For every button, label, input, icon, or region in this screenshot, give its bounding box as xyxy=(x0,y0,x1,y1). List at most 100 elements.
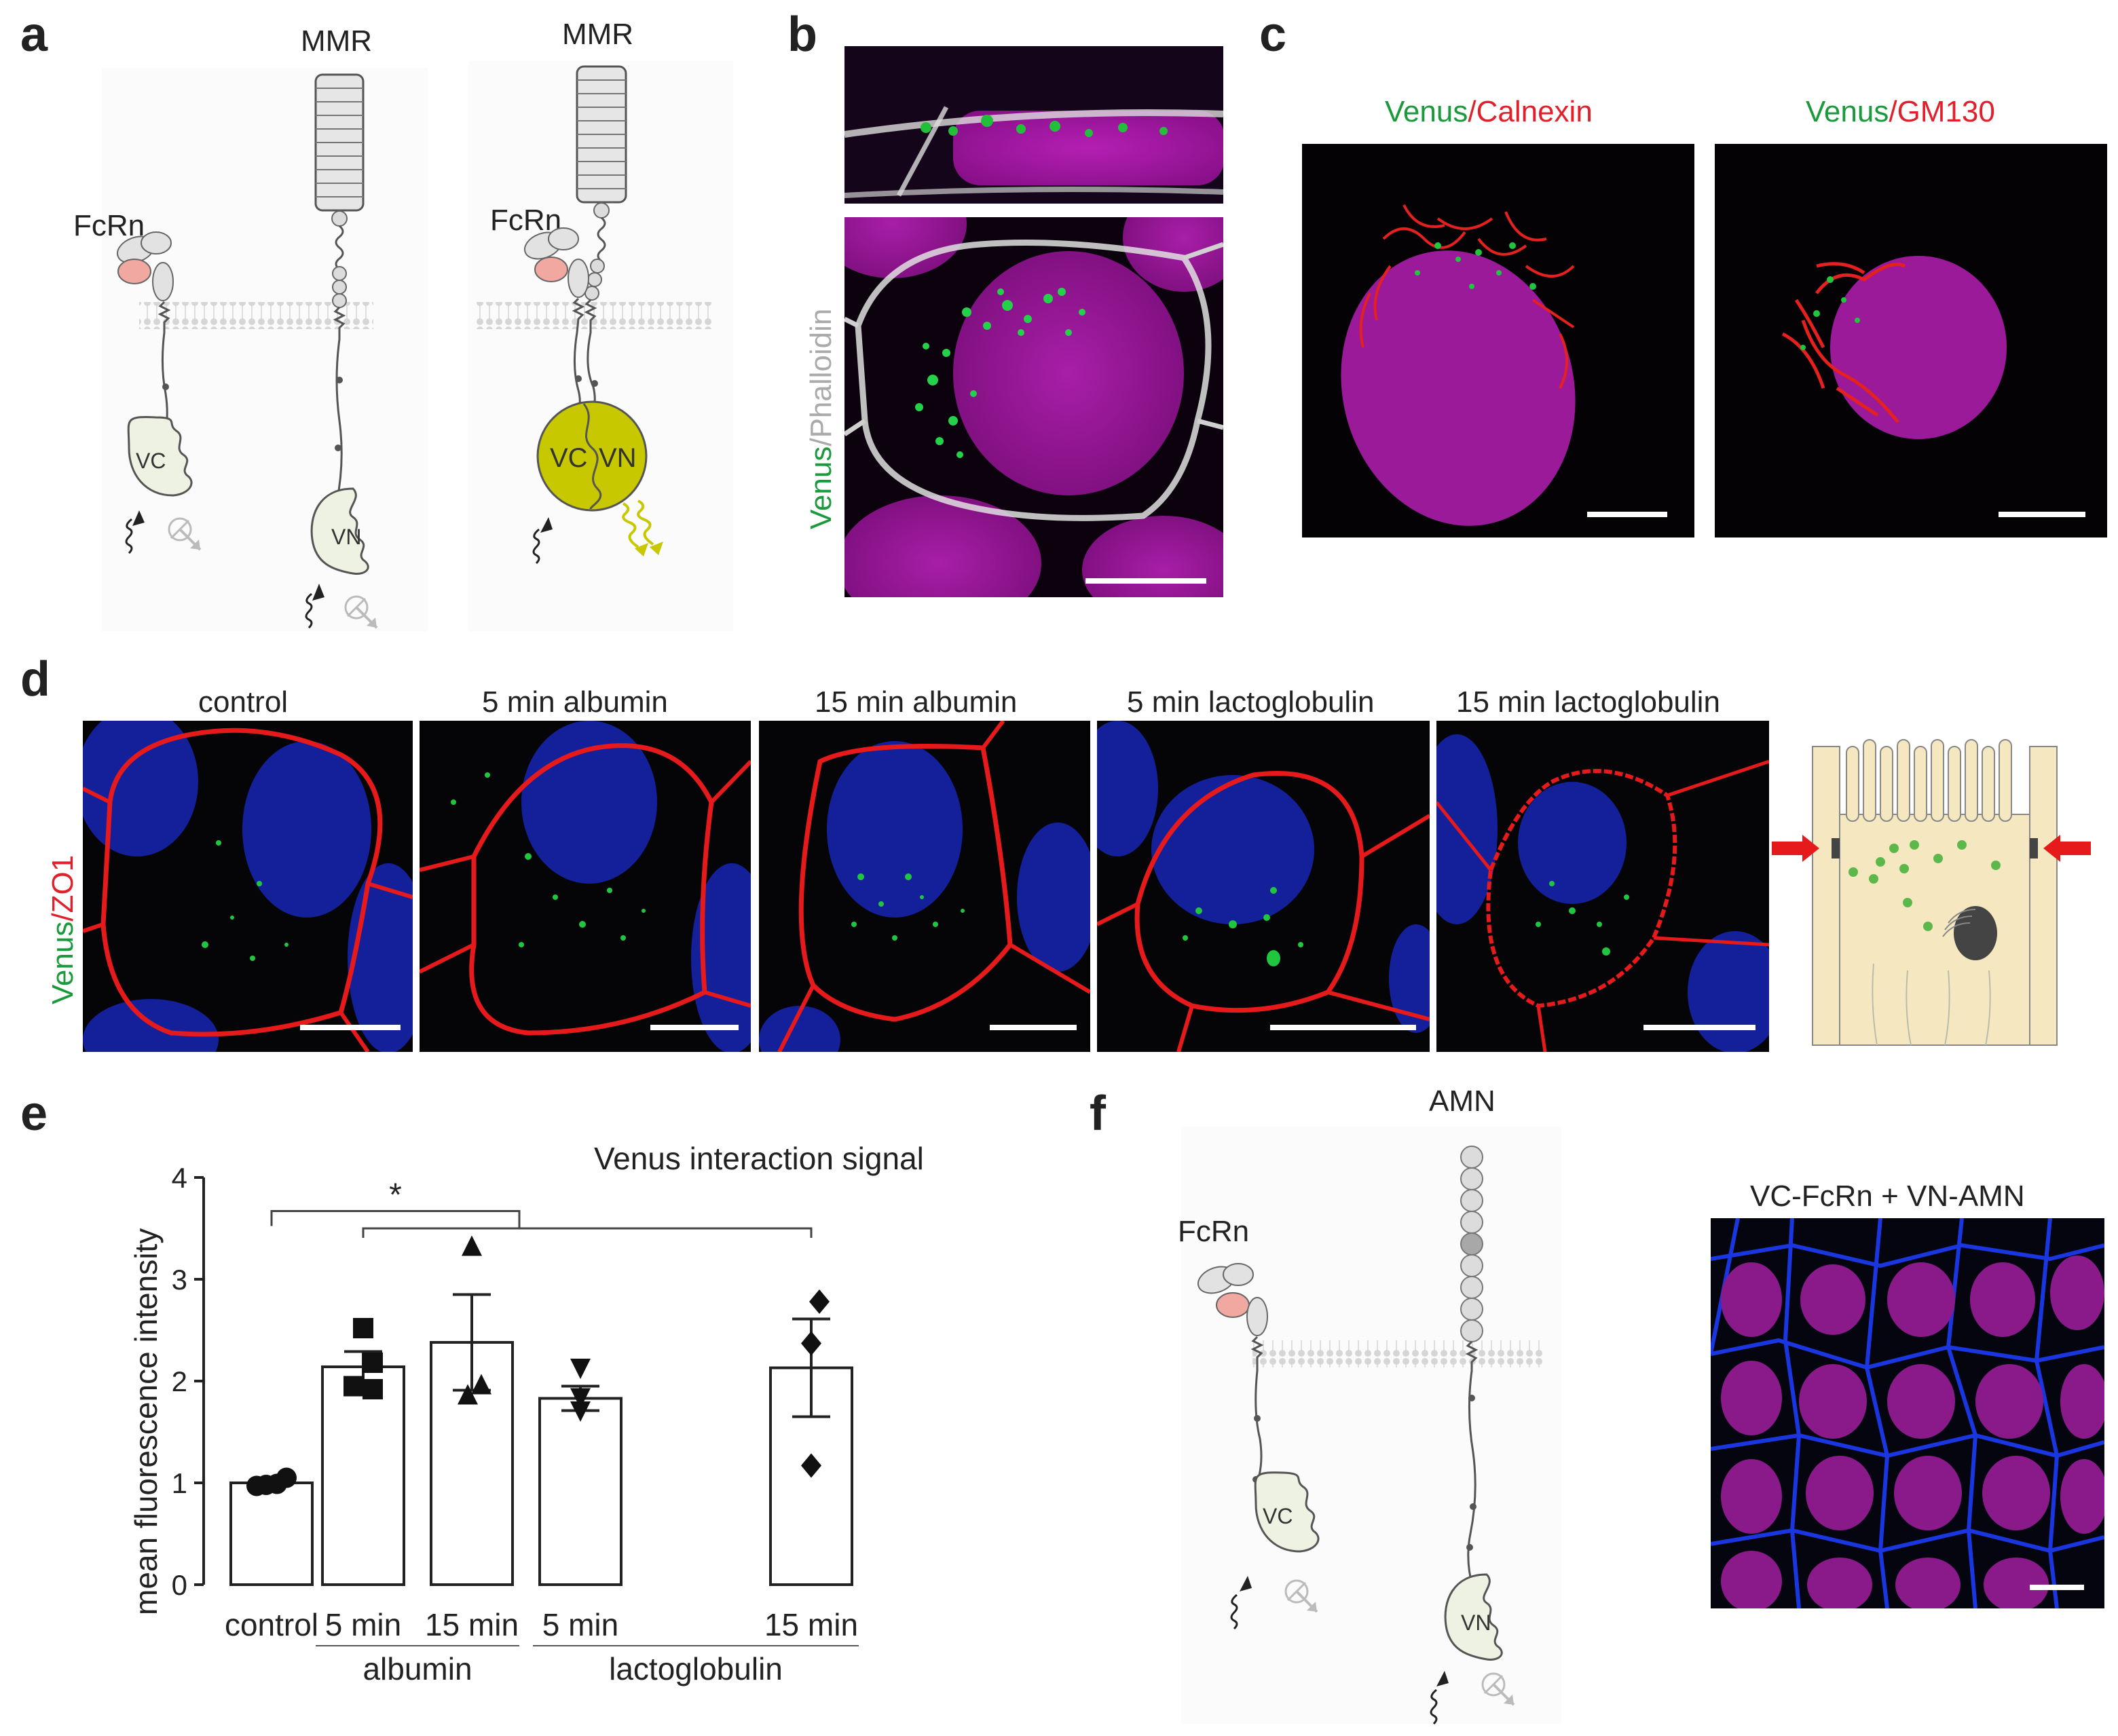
panel-b-label-sep: / xyxy=(804,438,838,447)
panel-d-image-5min-lactoglobulin xyxy=(1097,721,1430,1052)
membrane-left xyxy=(139,302,373,329)
data-point xyxy=(276,1467,297,1488)
panel-d-scale-bar-2 xyxy=(990,1025,1077,1030)
panel-c-calnexin-image xyxy=(1302,144,1694,537)
vn-label-fused: VN xyxy=(599,443,637,473)
panel-f-diagram: VN VC xyxy=(1197,1146,1544,1725)
panel-c-left-sep: / xyxy=(1468,95,1476,128)
data-point xyxy=(363,1353,383,1373)
significance-bracket-bottom xyxy=(362,1227,813,1238)
vn-label-left: VN xyxy=(331,525,361,549)
panel-d-condition-2: 15 min albumin xyxy=(815,685,1018,719)
data-point xyxy=(343,1376,364,1397)
x-tick-label-3: 5 min xyxy=(542,1607,618,1642)
significance-bracket-top xyxy=(270,1210,521,1228)
panel-d-side-label: Venus/ZO1 xyxy=(46,855,80,1004)
vn-label-f: VN xyxy=(1461,1610,1491,1635)
panel-d-condition-4: 15 min lactoglobulin xyxy=(1456,685,1720,719)
data-point xyxy=(809,1289,830,1314)
vn-fragment-f: VN xyxy=(1430,1573,1515,1725)
panel-d-image-15min-lactoglobulin xyxy=(1436,721,1769,1052)
panel-d-condition-3: 5 min lactoglobulin xyxy=(1127,685,1375,719)
panel-d-label-sep: / xyxy=(46,913,79,922)
panel-c-gm130-image xyxy=(1715,144,2107,537)
panel-b-orthogonal-image xyxy=(844,46,1223,204)
panel-b-side-label: Venus/Phalloidin xyxy=(804,309,838,529)
vc-label-f: VC xyxy=(1263,1504,1293,1528)
vc-label-fused: VC xyxy=(550,443,588,473)
group-label-1: lactoglobulin xyxy=(609,1651,783,1686)
data-point xyxy=(570,1388,591,1409)
panel-d-condition-1: 5 min albumin xyxy=(482,685,668,719)
mmr-receptor-left xyxy=(314,73,365,503)
panel-label-f: f xyxy=(1090,1087,1106,1141)
panel-d-image-5min-albumin xyxy=(420,721,751,1052)
bar-3 xyxy=(538,1397,623,1586)
mmr-label-left: MMR xyxy=(301,24,373,58)
panel-d-scale-bar-4 xyxy=(1643,1025,1755,1030)
panel-d-label-zo1: ZO1 xyxy=(46,854,79,913)
panel-c-title-right: Venus/GM130 xyxy=(1806,95,1995,129)
panel-a-diagram: VN VC xyxy=(116,65,713,629)
panel-d-label-venus: Venus xyxy=(46,921,79,1004)
panel-label-a: a xyxy=(20,7,48,62)
panel-label-c: c xyxy=(1259,7,1287,62)
significance-star: * xyxy=(389,1177,402,1213)
panel-b-label-phalloidin: Phalloidin xyxy=(804,308,838,438)
y-tick-label: 1 xyxy=(172,1467,187,1499)
panel-d-condition-0: control xyxy=(198,685,289,719)
fcrn-label-right: FcRn xyxy=(490,204,562,237)
panel-f-bg xyxy=(1181,1127,1561,1724)
panel-c-left-red: Calnexin xyxy=(1476,95,1593,128)
vc-fragment-f: VC xyxy=(1230,1471,1320,1630)
vn-fragment-left: VN xyxy=(305,487,378,629)
panel-d-scale-bar-1 xyxy=(650,1025,739,1030)
data-point xyxy=(570,1359,591,1379)
x-tick-label-2: 15 min xyxy=(425,1607,519,1642)
data-point xyxy=(471,1374,491,1395)
data-point xyxy=(801,1453,821,1478)
panel-c-left-scale-bar xyxy=(1587,512,1667,517)
data-point xyxy=(458,1384,478,1405)
fcrn-right xyxy=(523,227,589,416)
panel-label-b: b xyxy=(787,7,817,62)
panel-f-fcrn-label: FcRn xyxy=(1178,1215,1250,1248)
panel-c-right-sep: / xyxy=(1889,95,1897,128)
y-tick-label: 2 xyxy=(172,1365,187,1397)
vc-fragment-left: VC xyxy=(125,415,202,554)
panel-d-cell-schematic xyxy=(1772,739,2091,1046)
panel-b-label-venus: Venus xyxy=(804,446,838,529)
x-tick-label-0: control xyxy=(225,1607,318,1642)
group-label-0: albumin xyxy=(363,1651,472,1686)
panel-b-main-image xyxy=(844,217,1223,597)
fcrn-f xyxy=(1197,1263,1268,1487)
panel-d-image-control xyxy=(83,721,413,1052)
y-tick-label: 0 xyxy=(172,1569,187,1601)
mmr-receptor-right xyxy=(576,65,627,416)
panel-f-image xyxy=(1711,1218,2104,1608)
panel-d-image-15min-albumin xyxy=(759,721,1090,1052)
fcrn-left xyxy=(116,231,174,442)
panel-c-right-red: GM130 xyxy=(1897,95,1995,128)
bar-0 xyxy=(229,1482,314,1586)
data-point xyxy=(353,1318,373,1338)
panel-c-title-left: Venus/Calnexin xyxy=(1385,95,1593,129)
data-point xyxy=(363,1379,383,1399)
x-tick-label-1: 5 min xyxy=(325,1607,401,1642)
panel-f-amn-label: AMN xyxy=(1429,1084,1495,1118)
x-tick-label-4: 15 min xyxy=(764,1607,858,1642)
panel-c-right-green: Venus xyxy=(1806,95,1889,128)
panel-b-scale-bar xyxy=(1085,578,1206,584)
panel-d-scale-bar-0 xyxy=(300,1025,401,1030)
panel-f-scale-bar xyxy=(2030,1585,2084,1590)
panel-c-right-scale-bar xyxy=(1999,512,2085,517)
venus-fused: VC VN xyxy=(532,400,663,565)
y-tick-label: 3 xyxy=(172,1264,187,1296)
vc-label-left: VC xyxy=(136,449,166,473)
amn-receptor xyxy=(1460,1146,1483,1589)
data-point xyxy=(570,1401,591,1422)
fcrn-label-left: FcRn xyxy=(73,209,145,242)
data-point xyxy=(801,1331,821,1356)
mmr-label-right: MMR xyxy=(562,18,634,51)
